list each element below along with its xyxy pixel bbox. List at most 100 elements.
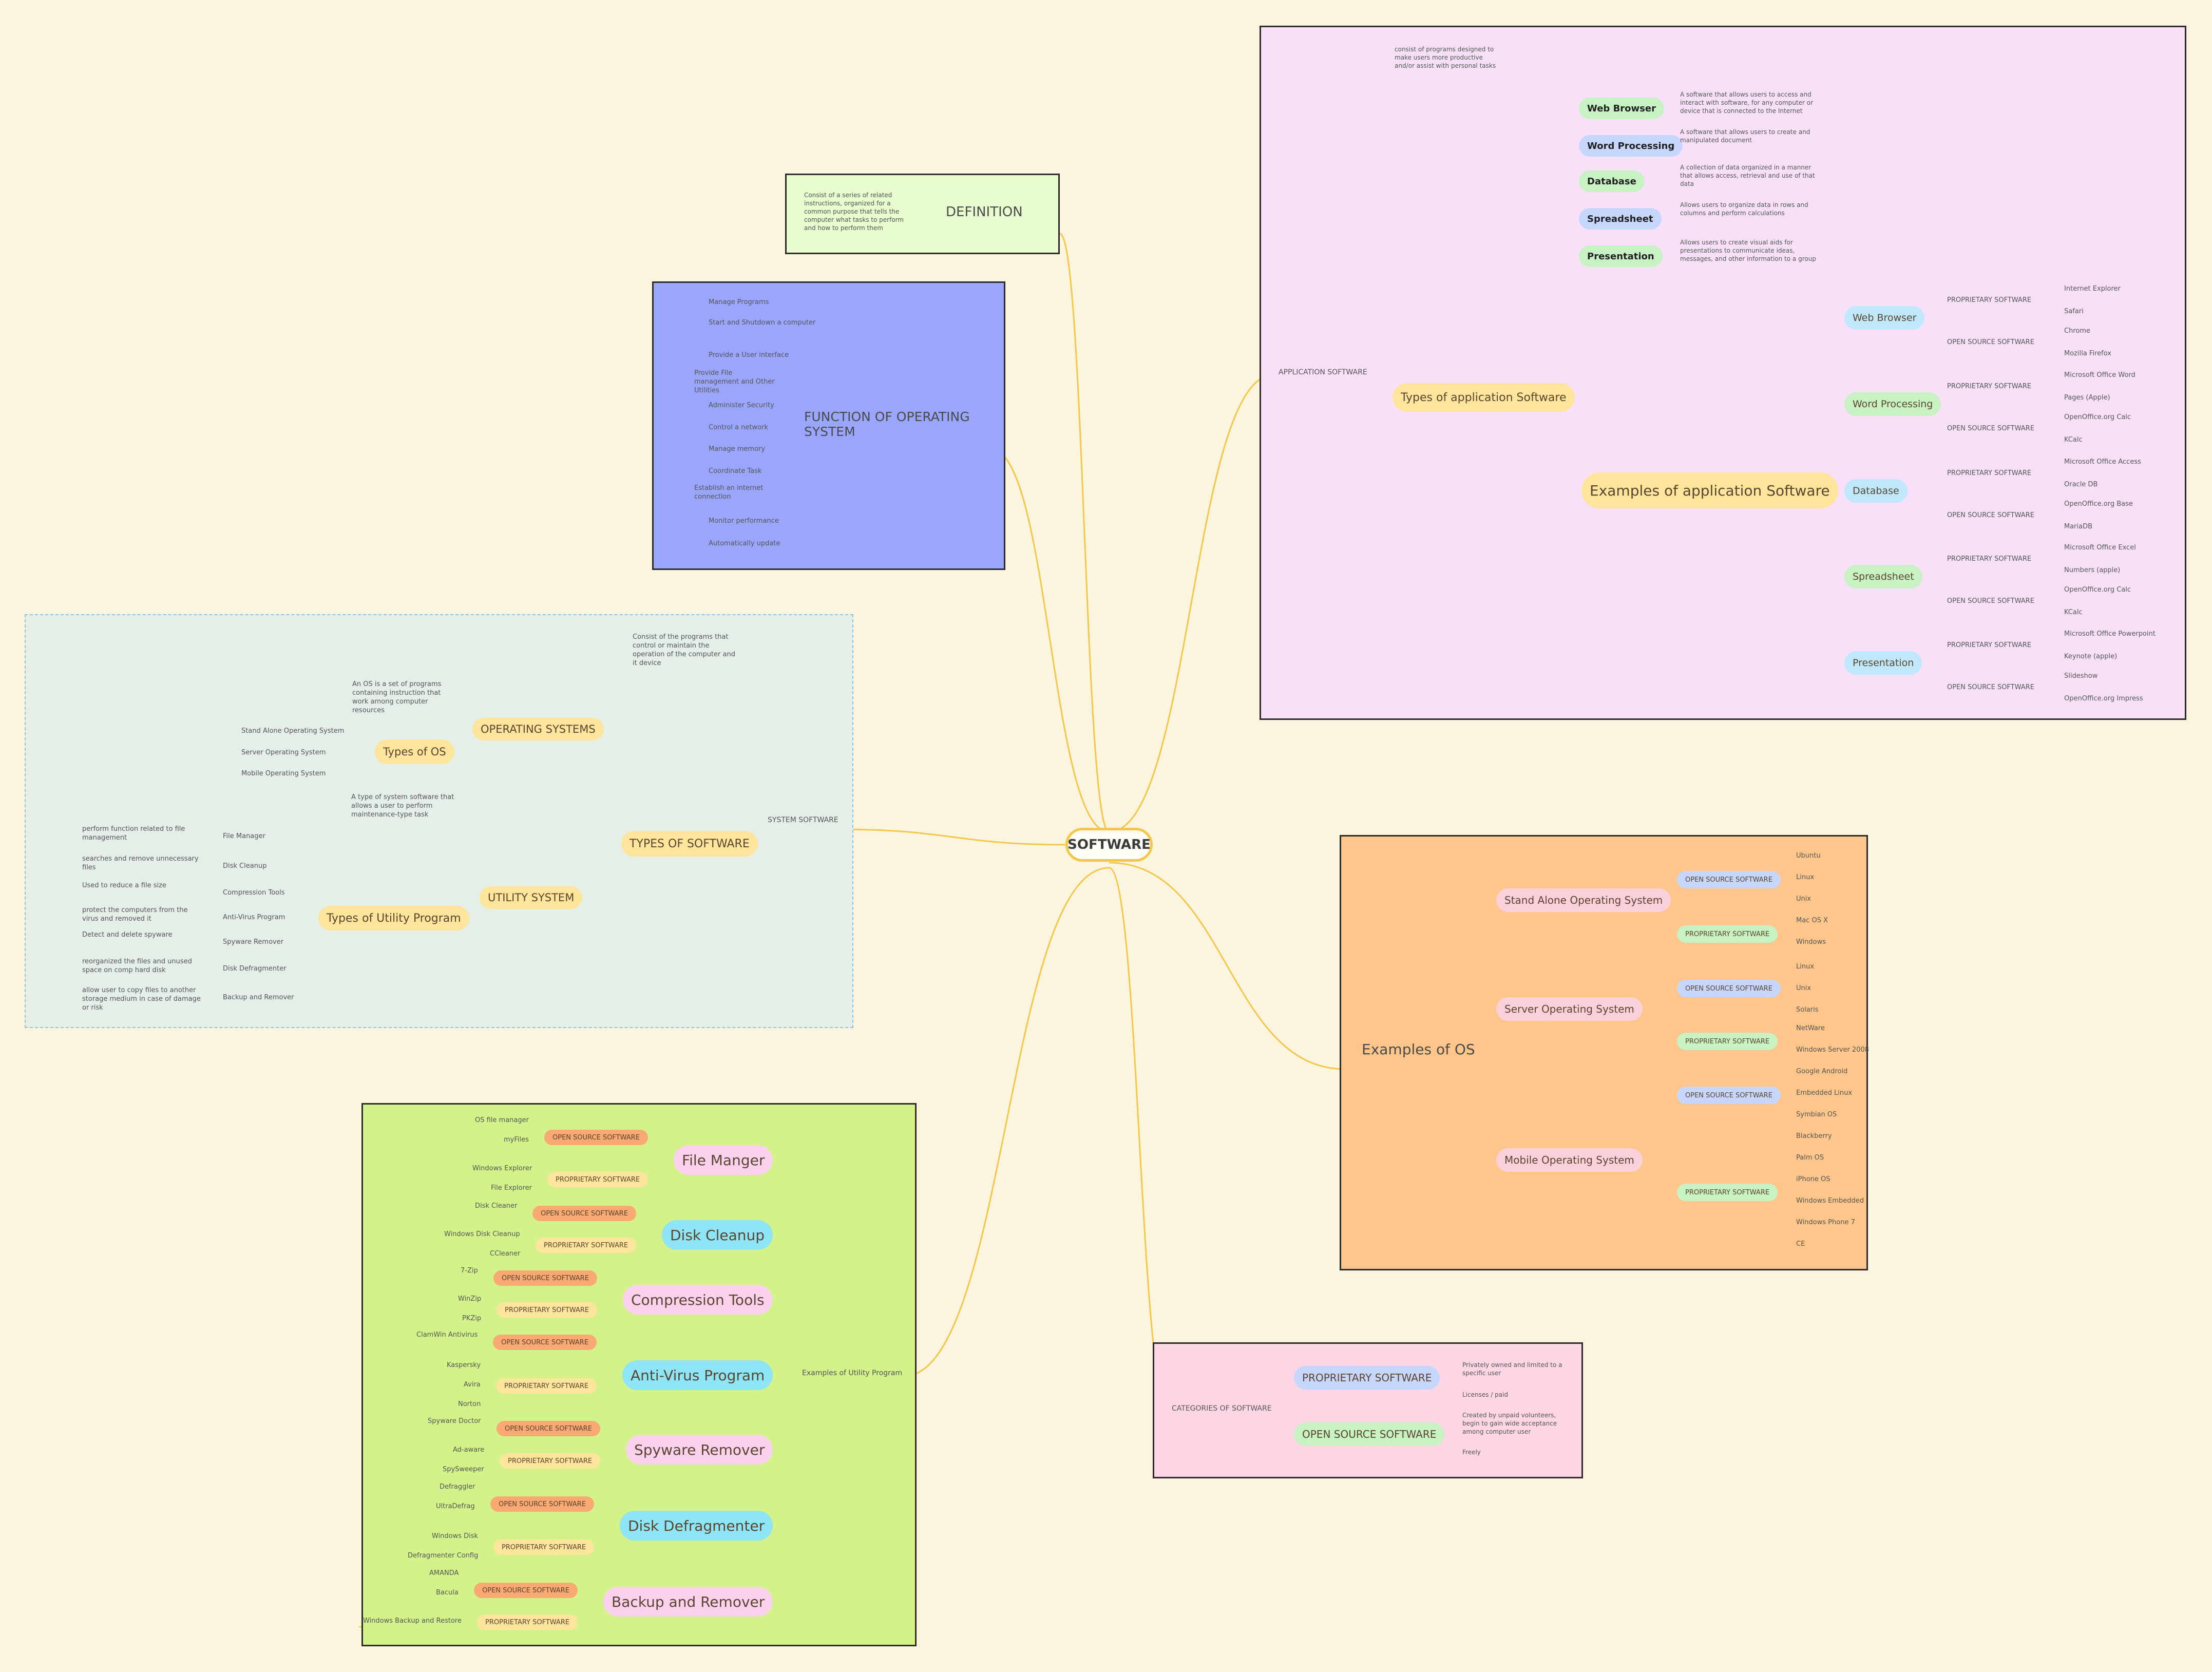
open-source-pill[interactable]: OPEN SOURCE SOFTWARE <box>497 1421 600 1436</box>
proprietary-example: Microsoft Office Word <box>2064 371 2135 379</box>
open-source-pill[interactable]: OPEN SOURCE SOFTWARE <box>474 1583 578 1598</box>
open-example: OpenOffice.org Impress <box>2064 695 2143 702</box>
proprietary-label: PROPRIETARY SOFTWARE <box>1947 641 2032 649</box>
utility-examples-label: Examples of Utility Program <box>802 1369 903 1377</box>
utility-example-group[interactable]: Compression Tools <box>623 1285 773 1315</box>
connector-curve <box>1109 862 1346 1070</box>
proprietary-pill[interactable]: PROPRIETARY SOFTWARE <box>1677 925 1778 943</box>
proprietary-pill[interactable]: PROPRIETARY SOFTWARE <box>477 1614 578 1630</box>
os-proprietary-example: Windows Server 2008 <box>1796 1046 1870 1054</box>
function-item: Provide a User interface <box>709 351 789 359</box>
open-example: Chrome <box>2064 327 2090 335</box>
application-example-group[interactable]: Presentation <box>1844 651 1922 675</box>
open-example: KCalc <box>2064 436 2083 444</box>
proprietary-pill[interactable]: PROPRIETARY SOFTWARE <box>497 1302 598 1318</box>
application-type-node[interactable]: Presentation <box>1579 245 1663 267</box>
utility-example-group[interactable]: Disk Defragmenter <box>620 1511 773 1541</box>
open-source-pill[interactable]: OPEN SOURCE SOFTWARE <box>1677 871 1781 888</box>
proprietary-example: Avira <box>464 1381 481 1389</box>
utility-type-item: Backup and Remover <box>223 994 294 1001</box>
utility-type-item: Disk Defragmenter <box>223 965 287 973</box>
os-example-group[interactable]: Mobile Operating System <box>1496 1148 1643 1172</box>
application-type-node[interactable]: Word Processing <box>1579 135 1683 157</box>
open-example: OpenOffice.org Base <box>2064 500 2133 508</box>
proprietary-pill[interactable]: PROPRIETARY SOFTWARE <box>536 1238 637 1253</box>
types-of-software-node[interactable]: TYPES OF SOFTWARE <box>621 831 758 857</box>
open-source-pill[interactable]: OPEN SOURCE SOFTWARE <box>532 1206 636 1221</box>
utility-example-group[interactable]: Disk Cleanup <box>662 1220 773 1250</box>
os-open-example: Linux <box>1796 873 1815 881</box>
utility-type-item: Spyware Remover <box>223 938 284 946</box>
application-box <box>1260 26 2186 720</box>
proprietary-pill[interactable]: PROPRIETARY SOFTWARE <box>496 1378 597 1394</box>
utility-type-desc: allow user to copy files to another stor… <box>82 986 201 1012</box>
os-open-example: Unix <box>1796 984 1811 992</box>
application-example-group[interactable]: Web Browser <box>1844 306 1925 330</box>
definition-box <box>785 174 1060 254</box>
open-source-category-node[interactable]: OPEN SOURCE SOFTWARE <box>1294 1422 1445 1446</box>
utility-type-desc: Detect and delete spyware <box>82 931 173 939</box>
open-example: 7-Zip <box>461 1267 478 1275</box>
application-type-node[interactable]: Web Browser <box>1579 98 1664 119</box>
os-proprietary-example: CE <box>1796 1240 1805 1248</box>
utility-type-item: Compression Tools <box>223 889 285 897</box>
os-open-example: Ubuntu <box>1796 852 1821 860</box>
proprietary-example: Windows Disk Cleanup <box>444 1230 520 1238</box>
utility-example-group[interactable]: Backup and Remover <box>603 1587 773 1617</box>
proprietary-example: Windows Disk <box>432 1532 479 1540</box>
open-source-label: OPEN SOURCE SOFTWARE <box>1947 511 2034 519</box>
application-type-desc: Allows users to create visual aids for p… <box>1680 239 1816 262</box>
utility-example-group[interactable]: Spyware Remover <box>626 1435 773 1465</box>
categories-box <box>1153 1342 1583 1478</box>
proprietary-pill[interactable]: PROPRIETARY SOFTWARE <box>1677 1184 1778 1201</box>
open-source-pill[interactable]: OPEN SOURCE SOFTWARE <box>1677 980 1781 997</box>
application-example-group[interactable]: Word Processing <box>1844 392 1941 416</box>
utility-system-node[interactable]: UTILITY SYSTEM <box>480 886 583 909</box>
utility-type-desc: protect the computers from the virus and… <box>82 906 188 923</box>
os-proprietary-example: NetWare <box>1796 1024 1825 1032</box>
operating-systems-node[interactable]: OPERATING SYSTEMS <box>472 718 604 740</box>
function-item: Coordinate Task <box>709 467 762 475</box>
proprietary-pill[interactable]: PROPRIETARY SOFTWARE <box>1677 1033 1778 1050</box>
open-source-pill[interactable]: OPEN SOURCE SOFTWARE <box>493 1270 597 1286</box>
open-example: Spyware Doctor <box>428 1417 481 1425</box>
connector-curve <box>903 867 1110 1377</box>
open-source-pill[interactable]: OPEN SOURCE SOFTWARE <box>490 1496 594 1512</box>
os-desc: An OS is a set of programs containing in… <box>352 680 442 714</box>
open-category-item: Freely <box>1462 1449 1481 1456</box>
application-example-group[interactable]: Database <box>1844 479 1908 503</box>
proprietary-example: SpySweeper <box>443 1466 484 1473</box>
categories-label: CATEGORIES OF SOFTWARE <box>1172 1404 1272 1413</box>
utility-type-item: Anti-Virus Program <box>223 914 285 921</box>
proprietary-pill[interactable]: PROPRIETARY SOFTWARE <box>500 1453 601 1469</box>
types-of-utility-node[interactable]: Types of Utility Program <box>318 906 469 930</box>
proprietary-pill[interactable]: PROPRIETARY SOFTWARE <box>493 1540 595 1555</box>
os-example-group[interactable]: Stand Alone Operating System <box>1496 888 1671 912</box>
examples-of-application-node[interactable]: Examples of application Software <box>1581 472 1838 508</box>
open-source-pill[interactable]: OPEN SOURCE SOFTWARE <box>493 1335 597 1350</box>
proprietary-example: Internet Explorer <box>2064 285 2121 293</box>
open-example: Bacula <box>436 1589 459 1597</box>
proprietary-category-node[interactable]: PROPRIETARY SOFTWARE <box>1294 1366 1440 1390</box>
types-of-os-node[interactable]: Types of OS <box>375 739 454 764</box>
application-example-group[interactable]: Spreadsheet <box>1844 565 1922 588</box>
types-of-application-node[interactable]: Types of application Software <box>1393 383 1575 412</box>
application-type-node[interactable]: Database <box>1579 170 1645 192</box>
utility-type-desc: searches and remove unnecessary files <box>82 855 199 871</box>
proprietary-example: Oracle DB <box>2064 481 2098 488</box>
open-example: Disk Cleaner <box>475 1202 518 1210</box>
open-source-pill[interactable]: OPEN SOURCE SOFTWARE <box>544 1130 648 1145</box>
open-source-label: OPEN SOURCE SOFTWARE <box>1947 338 2034 346</box>
utility-example-group[interactable]: Anti-Virus Program <box>622 1360 773 1390</box>
proprietary-pill[interactable]: PROPRIETARY SOFTWARE <box>547 1172 649 1187</box>
open-source-pill[interactable]: OPEN SOURCE SOFTWARE <box>1677 1087 1781 1104</box>
os-example-group[interactable]: Server Operating System <box>1496 997 1643 1021</box>
central-node[interactable]: SOFTWARE <box>1065 828 1153 862</box>
utility-example-group[interactable]: File Manger <box>674 1145 773 1175</box>
proprietary-example: Microsoft Office Access <box>2064 458 2141 466</box>
os-proprietary-example: Windows Embedded <box>1796 1197 1864 1205</box>
proprietary-example: Pages (Apple) <box>2064 394 2110 402</box>
application-type-node[interactable]: Spreadsheet <box>1579 208 1662 230</box>
proprietary-example: Microsoft Office Powerpoint <box>2064 630 2156 638</box>
function-item: Administer Security <box>709 402 774 409</box>
